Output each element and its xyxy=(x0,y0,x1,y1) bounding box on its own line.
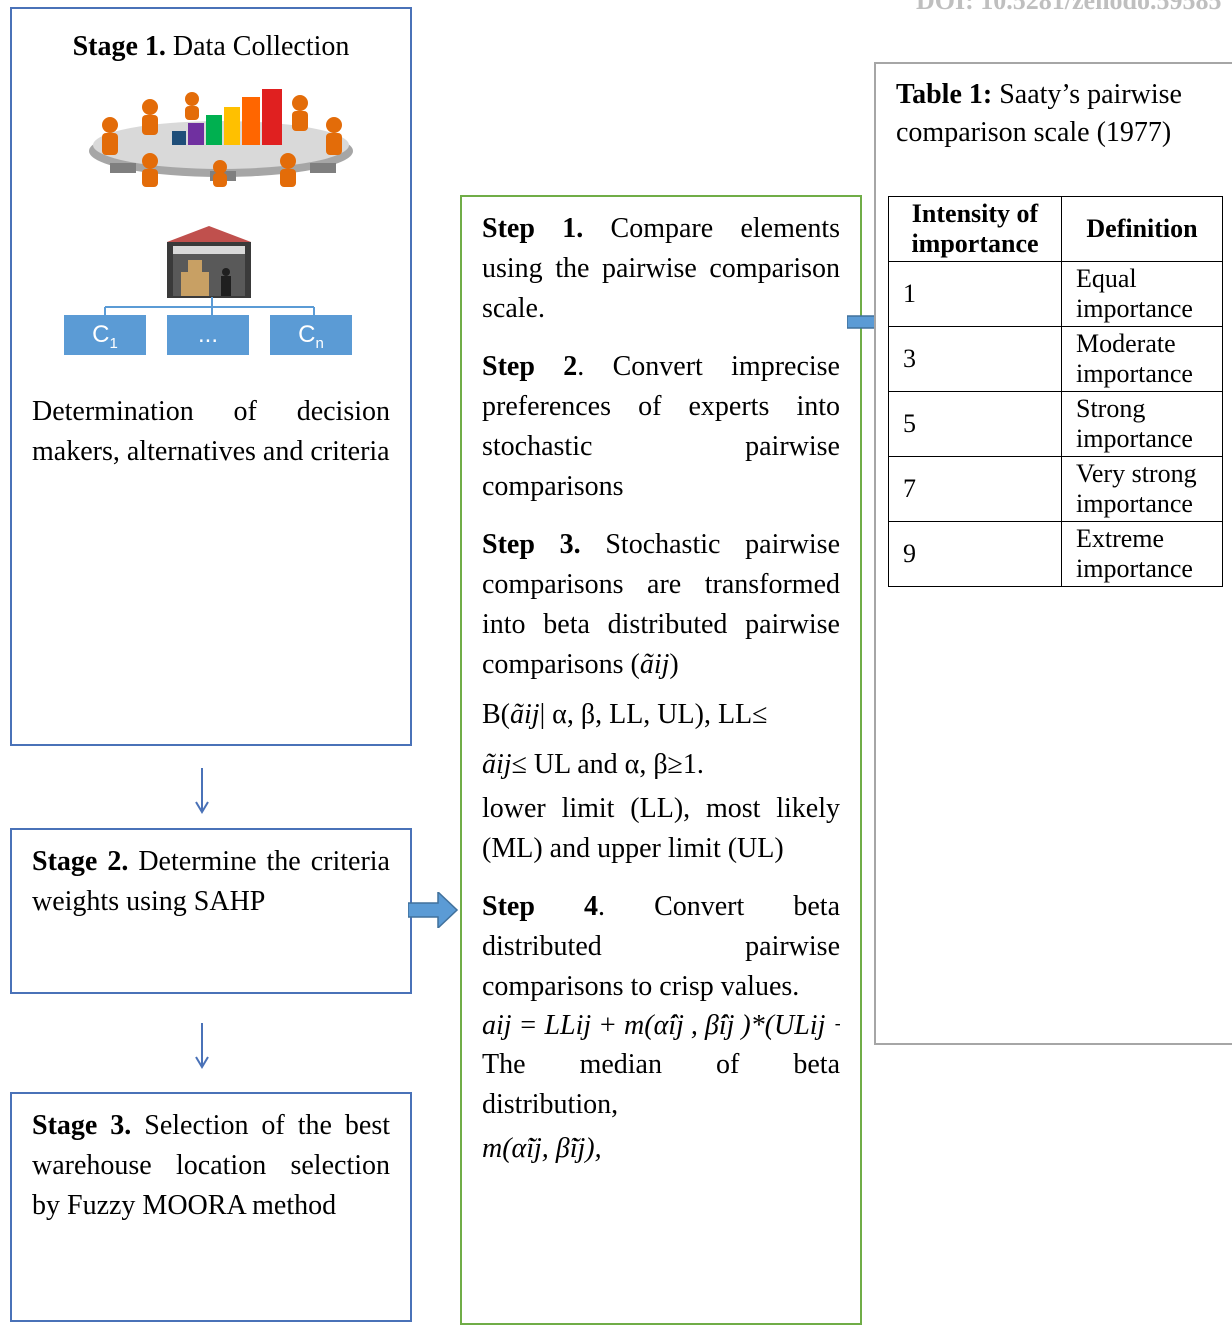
criterion-c1-box: C1 xyxy=(64,315,146,355)
meeting-illustration xyxy=(89,89,353,187)
beta-symbol-2: ãij xyxy=(482,749,512,780)
median-text: The median of beta distribution, xyxy=(482,1049,840,1120)
step-1-text: Compare elements using the pairwise comp… xyxy=(482,213,840,324)
warehouse-icon xyxy=(167,226,251,298)
stage-3-description: Selection of the best warehouse location… xyxy=(32,1110,390,1221)
step-1-label: Step 1. xyxy=(482,213,584,244)
criterion-cn-box: Cn xyxy=(270,315,352,355)
stage-3-text: Stage 3. Selection of the best warehouse… xyxy=(32,1106,390,1226)
stage-2-box: Stage 2. Determine the criteria weights … xyxy=(10,828,412,994)
down-arrow-icon xyxy=(195,768,209,814)
stage-3-box: Stage 3. Selection of the best warehouse… xyxy=(10,1092,412,1322)
stage-1-title-text: Data Collection xyxy=(165,31,350,62)
table-1-title: Saaty’s pairwise comparison scale (1977) xyxy=(896,79,1182,148)
beta-constraint-line: ãij≤ UL and α, β≥1. xyxy=(482,745,840,785)
criterion-ellipsis-box: ... xyxy=(167,315,249,355)
header-intensity: Intensity of importance xyxy=(888,196,1062,262)
step-2-text: . Convert imprecise preferences of exper… xyxy=(482,351,840,502)
step-3-text: Stochastic pairwise comparisons are tran… xyxy=(482,529,840,680)
table-1-caption: Table 1: Saaty’s pairwise comparison sca… xyxy=(896,76,1232,152)
crisp-value-formula: aij = LLij + m(α̂ij , β̂ij )*(ULij − xyxy=(482,1010,840,1041)
beta-distribution-line: B(ãij| α, β, LL, UL), LL≤ xyxy=(482,695,840,735)
beta-symbol-1: ãij xyxy=(510,699,540,730)
table-1-panel: Table 1: Saaty’s pairwise comparison sca… xyxy=(874,62,1232,1045)
step-4: Step 4. Convert beta distributed pairwis… xyxy=(482,887,840,1007)
stage-2-description: Determine the criteria weights using SAH… xyxy=(32,846,390,917)
definition-cell: Strong importance xyxy=(1061,391,1223,457)
sahp-steps-box: Step 1. Compare elements using the pairw… xyxy=(460,195,862,1325)
definition-cell: Equal importance xyxy=(1061,261,1223,327)
beta-line-c: ≤ UL and α, β≥1. xyxy=(511,749,704,780)
hierarchy-connector xyxy=(104,297,315,317)
intensity-cell: 3 xyxy=(888,326,1062,392)
doi-header: DOI: 10.5281/zenodo.59585 xyxy=(916,0,1222,15)
stage-2-label: Stage 2. xyxy=(32,846,129,877)
intensity-cell: 1 xyxy=(888,261,1062,327)
step-4-label: Step 4 xyxy=(482,891,598,922)
limits-text: lower limit (LL), most likely (ML) and u… xyxy=(482,793,840,864)
step-4-text: . Convert beta distributed pairwise comp… xyxy=(482,891,840,1002)
intensity-cell: 9 xyxy=(888,521,1062,587)
definition-cell: Very strong importance xyxy=(1061,456,1223,522)
stage-3-label: Stage 3. xyxy=(32,1110,132,1141)
stage-1-title: Stage 1. Data Collection xyxy=(12,29,410,65)
median-formula: m(α̃ij, β̃ij), xyxy=(482,1133,602,1164)
step-2: Step 2. Convert imprecise preferences of… xyxy=(482,347,840,507)
step-3-symbol: ãij xyxy=(639,649,670,680)
right-arrow-icon xyxy=(408,892,458,928)
beta-line-b: | α, β, LL, UL), LL≤ xyxy=(539,699,768,730)
criterion-c1-label: C xyxy=(92,321,110,348)
step-2-label: Step 2 xyxy=(482,351,578,382)
step-3-close: ) xyxy=(669,649,679,680)
stage-2-text: Stage 2. Determine the criteria weights … xyxy=(32,842,390,922)
criterion-cn-subscript: n xyxy=(315,334,324,352)
step-1: Step 1. Compare elements using the pairw… xyxy=(482,209,840,329)
beta-line-a: B( xyxy=(482,699,510,730)
header-definition: Definition xyxy=(1061,196,1223,262)
criterion-c1-subscript: 1 xyxy=(109,334,118,352)
table-header-row: Intensity of importance Definition xyxy=(888,196,1223,262)
table-1-label: Table 1: xyxy=(896,79,993,110)
down-arrow-icon xyxy=(195,1023,209,1069)
stage-1-label: Stage 1. xyxy=(72,31,166,62)
stage-1-description: Determination of decision makers, altern… xyxy=(32,396,390,467)
criterion-cn-label: C xyxy=(298,321,316,348)
definition-cell: Moderate importance xyxy=(1061,326,1223,392)
intensity-cell: 5 xyxy=(888,391,1062,457)
definition-cell: Extreme importance xyxy=(1061,521,1223,587)
intensity-cell: 7 xyxy=(888,456,1062,522)
stage-1-box: Stage 1. Data Collection xyxy=(10,7,412,746)
step-3: Step 3. Stochastic pairwise comparisons … xyxy=(482,525,840,685)
step-3-label: Step 3. xyxy=(482,529,581,560)
